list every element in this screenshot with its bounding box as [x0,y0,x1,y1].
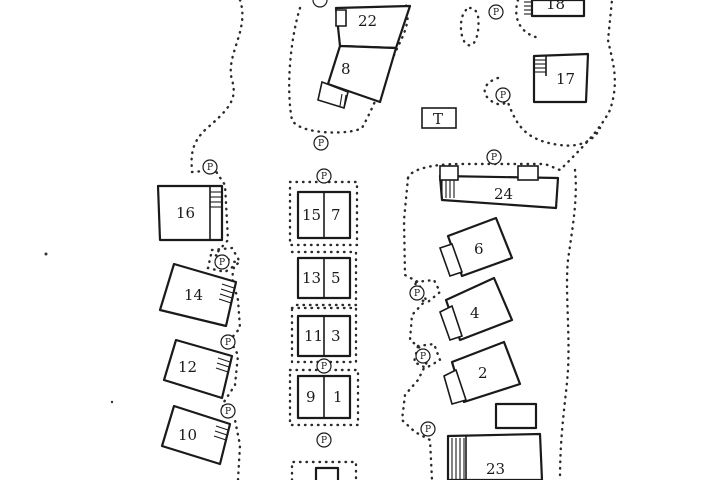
unit-13-label: 13 [302,269,321,287]
parking-icon: P [409,285,425,301]
unit-2-label: 2 [478,364,488,382]
unit-18-label: 18 [546,0,565,13]
unit-7-label: 7 [331,206,341,224]
svg-text:P: P [491,153,497,163]
building-24 [438,165,560,210]
building-15-7 [296,190,352,240]
parking-icon: P [488,4,504,20]
building-22-8 [317,4,412,110]
path-east-outer [558,168,578,480]
unit-24-label: 24 [494,185,513,203]
building-13-5 [296,256,352,300]
svg-text:P: P [219,258,225,268]
path-ring-13-5 [290,250,358,307]
svg-text:P: P [493,8,499,18]
path-north-west [190,0,244,172]
unit-17-label: 17 [556,70,575,88]
parking-icon: P [313,135,329,151]
path-east-spine [400,176,434,480]
t-marker-box [421,107,457,129]
svg-text:P: P [207,163,213,173]
parking-icon [312,0,328,8]
path-ring-15-7 [288,180,359,247]
building-9-1 [296,374,352,420]
parking-icon: P [495,87,511,103]
unit-1-label: 1 [333,388,343,406]
parking-icon: P [486,149,502,165]
building-17 [532,52,590,104]
path-east-loop [406,0,617,180]
unit-8-label: 8 [341,60,351,78]
building-18 [524,0,586,18]
unit-3-label: 3 [331,327,341,345]
svg-text:P: P [425,425,431,435]
stray-dot [44,252,48,256]
building-14 [158,262,238,328]
svg-text:P: P [420,352,426,362]
path-ring-11-3 [290,306,358,364]
building-4 [439,276,514,342]
parking-icon: P [220,403,236,419]
building-6 [438,216,514,278]
building-2 [443,340,522,405]
unit-15-label: 15 [302,206,321,224]
building-11-3 [296,314,352,358]
parking-icon: P [202,159,218,175]
unit-12-label: 12 [178,358,197,376]
parking-icon: P [214,254,230,270]
svg-text:P: P [414,289,420,299]
parking-icon: P [316,168,332,184]
path-ring-9-1 [288,368,360,427]
path-east-top [515,0,542,40]
path-nub-4 [412,342,442,370]
path-blob-north [459,6,480,47]
parking-markers: P P P P P P P P P P P P P P [202,0,511,448]
path-ring-bottom [290,460,358,480]
svg-text:P: P [500,91,506,101]
building-12 [162,338,234,400]
unit-9-label: 9 [306,388,316,406]
unit-14-label: 14 [184,286,203,304]
unit-10-label: 10 [178,426,197,444]
parking-icon: P [316,432,332,448]
svg-text:P: P [225,407,231,417]
unit-5-label: 5 [331,269,341,287]
parking-icon: P [316,358,332,374]
parking-icon: P [220,334,236,350]
svg-text:P: P [318,139,324,149]
parking-icon: P [420,421,436,437]
svg-text:P: P [225,338,231,348]
parking-icon: P [415,348,431,364]
unit-16-label: 16 [176,204,195,222]
unit-6-label: 6 [474,240,484,258]
path-nub-14 [206,246,242,274]
unit-23-label: 23 [486,460,505,478]
building-16 [156,184,224,242]
svg-text:P: P [321,436,327,446]
t-marker-label: T [433,110,443,128]
unit-11-label: 11 [304,327,323,345]
building-bottom-center [314,466,340,480]
building-23 [446,432,544,480]
path-east-upper [483,76,602,147]
svg-text:P: P [321,172,327,182]
svg-text:P: P [321,362,327,372]
building-10 [160,404,232,466]
unit-4-label: 4 [470,304,480,322]
shed-box [494,402,538,430]
stray-dot [110,400,114,404]
unit-22-label: 22 [358,12,377,30]
